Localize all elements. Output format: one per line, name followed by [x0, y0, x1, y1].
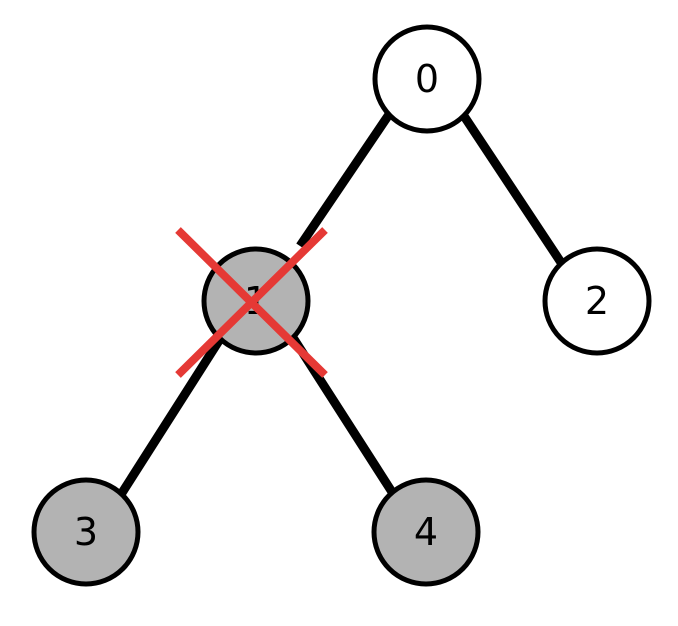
edge-0-2 [458, 110, 570, 273]
node-3-label: 3 [74, 510, 98, 554]
cross-mark-icon [175, 227, 328, 378]
node-4-circle [371, 477, 481, 587]
nodes-layer: 0 1 2 3 4 [31, 24, 652, 587]
node-0-label: 0 [415, 57, 439, 101]
node-3: 3 [31, 477, 141, 587]
node-4: 4 [371, 477, 481, 587]
edge-1-3 [116, 333, 226, 499]
edges-layer [116, 110, 570, 499]
node-2-label: 2 [585, 279, 609, 323]
node-0: 0 [372, 24, 482, 134]
node-3-circle [31, 477, 141, 587]
node-0-circle [372, 24, 482, 134]
node-2-circle [542, 246, 652, 356]
node-4-label: 4 [414, 510, 438, 554]
node-2: 2 [542, 246, 652, 356]
cross-mark-stroke-b [175, 227, 328, 378]
edge-0-1 [296, 110, 394, 249]
